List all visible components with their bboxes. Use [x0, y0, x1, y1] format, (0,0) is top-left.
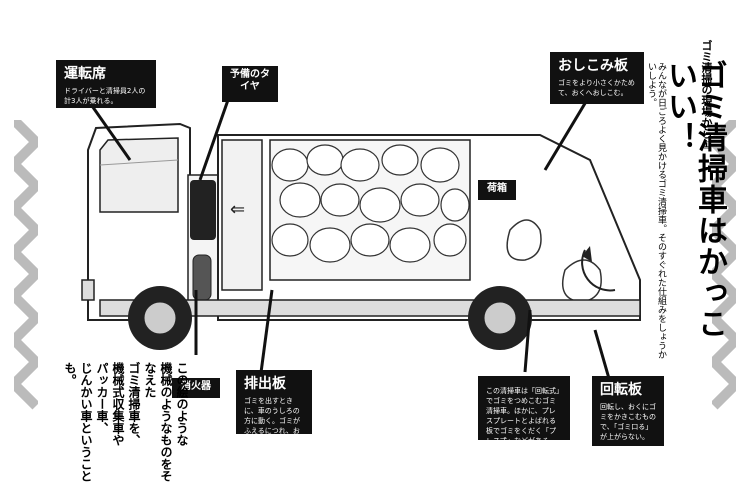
series-text: ゴミ清掃の現場から	[700, 40, 713, 139]
lede-line-1: この絵のような	[175, 362, 189, 446]
lede-line-6: じんかい車ということも。	[63, 362, 93, 482]
series-label: ゴミ清掃の現場から①	[700, 40, 713, 160]
extinguisher-callout: 消火器	[172, 378, 220, 398]
lede-line-3: ゴミ清掃車を、	[127, 362, 141, 446]
press-plate-callout: おしこみ板 ゴミをより小さくかためて、おくへおしこむ。	[550, 52, 644, 104]
spare-tire-title: 予備のタイヤ	[230, 69, 270, 92]
driver-seat-title: 運転席	[64, 66, 106, 82]
cargo-label: 荷箱	[478, 180, 516, 200]
spare-tire-callout: 予備のタイヤ	[222, 66, 278, 102]
rotating-plate-title: 回転板	[600, 382, 642, 398]
extinguisher-title: 消火器	[181, 381, 211, 392]
svg-text:⇐: ⇐	[230, 199, 245, 220]
right-zigzag-border	[712, 120, 736, 410]
rotating-plate-desc: 回転し、おくにゴミをかきこむもので、「ゴミ口る」が上がらない。	[600, 403, 656, 441]
discharge-plate-callout: 排出板 ゴミを出すときに、車のうしろの方に動く。ゴミがふえるにつれ、おくに移動す…	[236, 370, 312, 445]
press-plate-desc: ゴミをより小さくかためて、おくへおしこむ。	[558, 79, 635, 97]
driver-seat-callout: 運転席 ドライバーと清掃員2人の計3人が乗れる。	[56, 60, 156, 108]
discharge-plate-desc: ゴミを出すときに、車のうしろの方に動く。ゴミがふえるにつれ、おくに移動する。	[244, 397, 300, 445]
left-zigzag-border	[14, 120, 38, 410]
discharge-plate-title: 排出板	[244, 376, 286, 392]
rotating-plate-callout: 回転板 回転し、おくにゴミをかきこむもので、「ゴミ口る」が上がらない。	[592, 376, 664, 446]
press-type-note-desc: この清掃車は「回転式」でゴミをつめこむゴミ清掃車。ほかに、プレスプレートとよばれ…	[486, 387, 560, 445]
page-title: ゴミ清掃車はかっこいい！	[662, 60, 727, 339]
press-type-note: この清掃車は「回転式」でゴミをつめこむゴミ清掃車。ほかに、プレスプレートとよばれ…	[478, 376, 570, 445]
lede-line-4: 機械式収集車や	[111, 362, 125, 446]
lede-line-5: パッカー車、	[95, 362, 109, 434]
series-number: ①	[700, 139, 713, 152]
driver-seat-desc: ドライバーと清掃員2人の計3人が乗れる。	[64, 87, 146, 105]
cargo-title: 荷箱	[487, 183, 507, 194]
intro-text: みんなが日ごろよく見かけるゴミ清掃車。そのすぐれた仕組みをしょうかいしよう。	[646, 62, 666, 359]
lede-text: この絵のような 機械のようなものをそなえた ゴミ清掃車を、 機械式収集車や パッ…	[62, 362, 190, 488]
press-plate-title: おしこみ板	[558, 58, 628, 74]
lede-line-2: 機械のようなものをそなえた	[143, 362, 173, 482]
